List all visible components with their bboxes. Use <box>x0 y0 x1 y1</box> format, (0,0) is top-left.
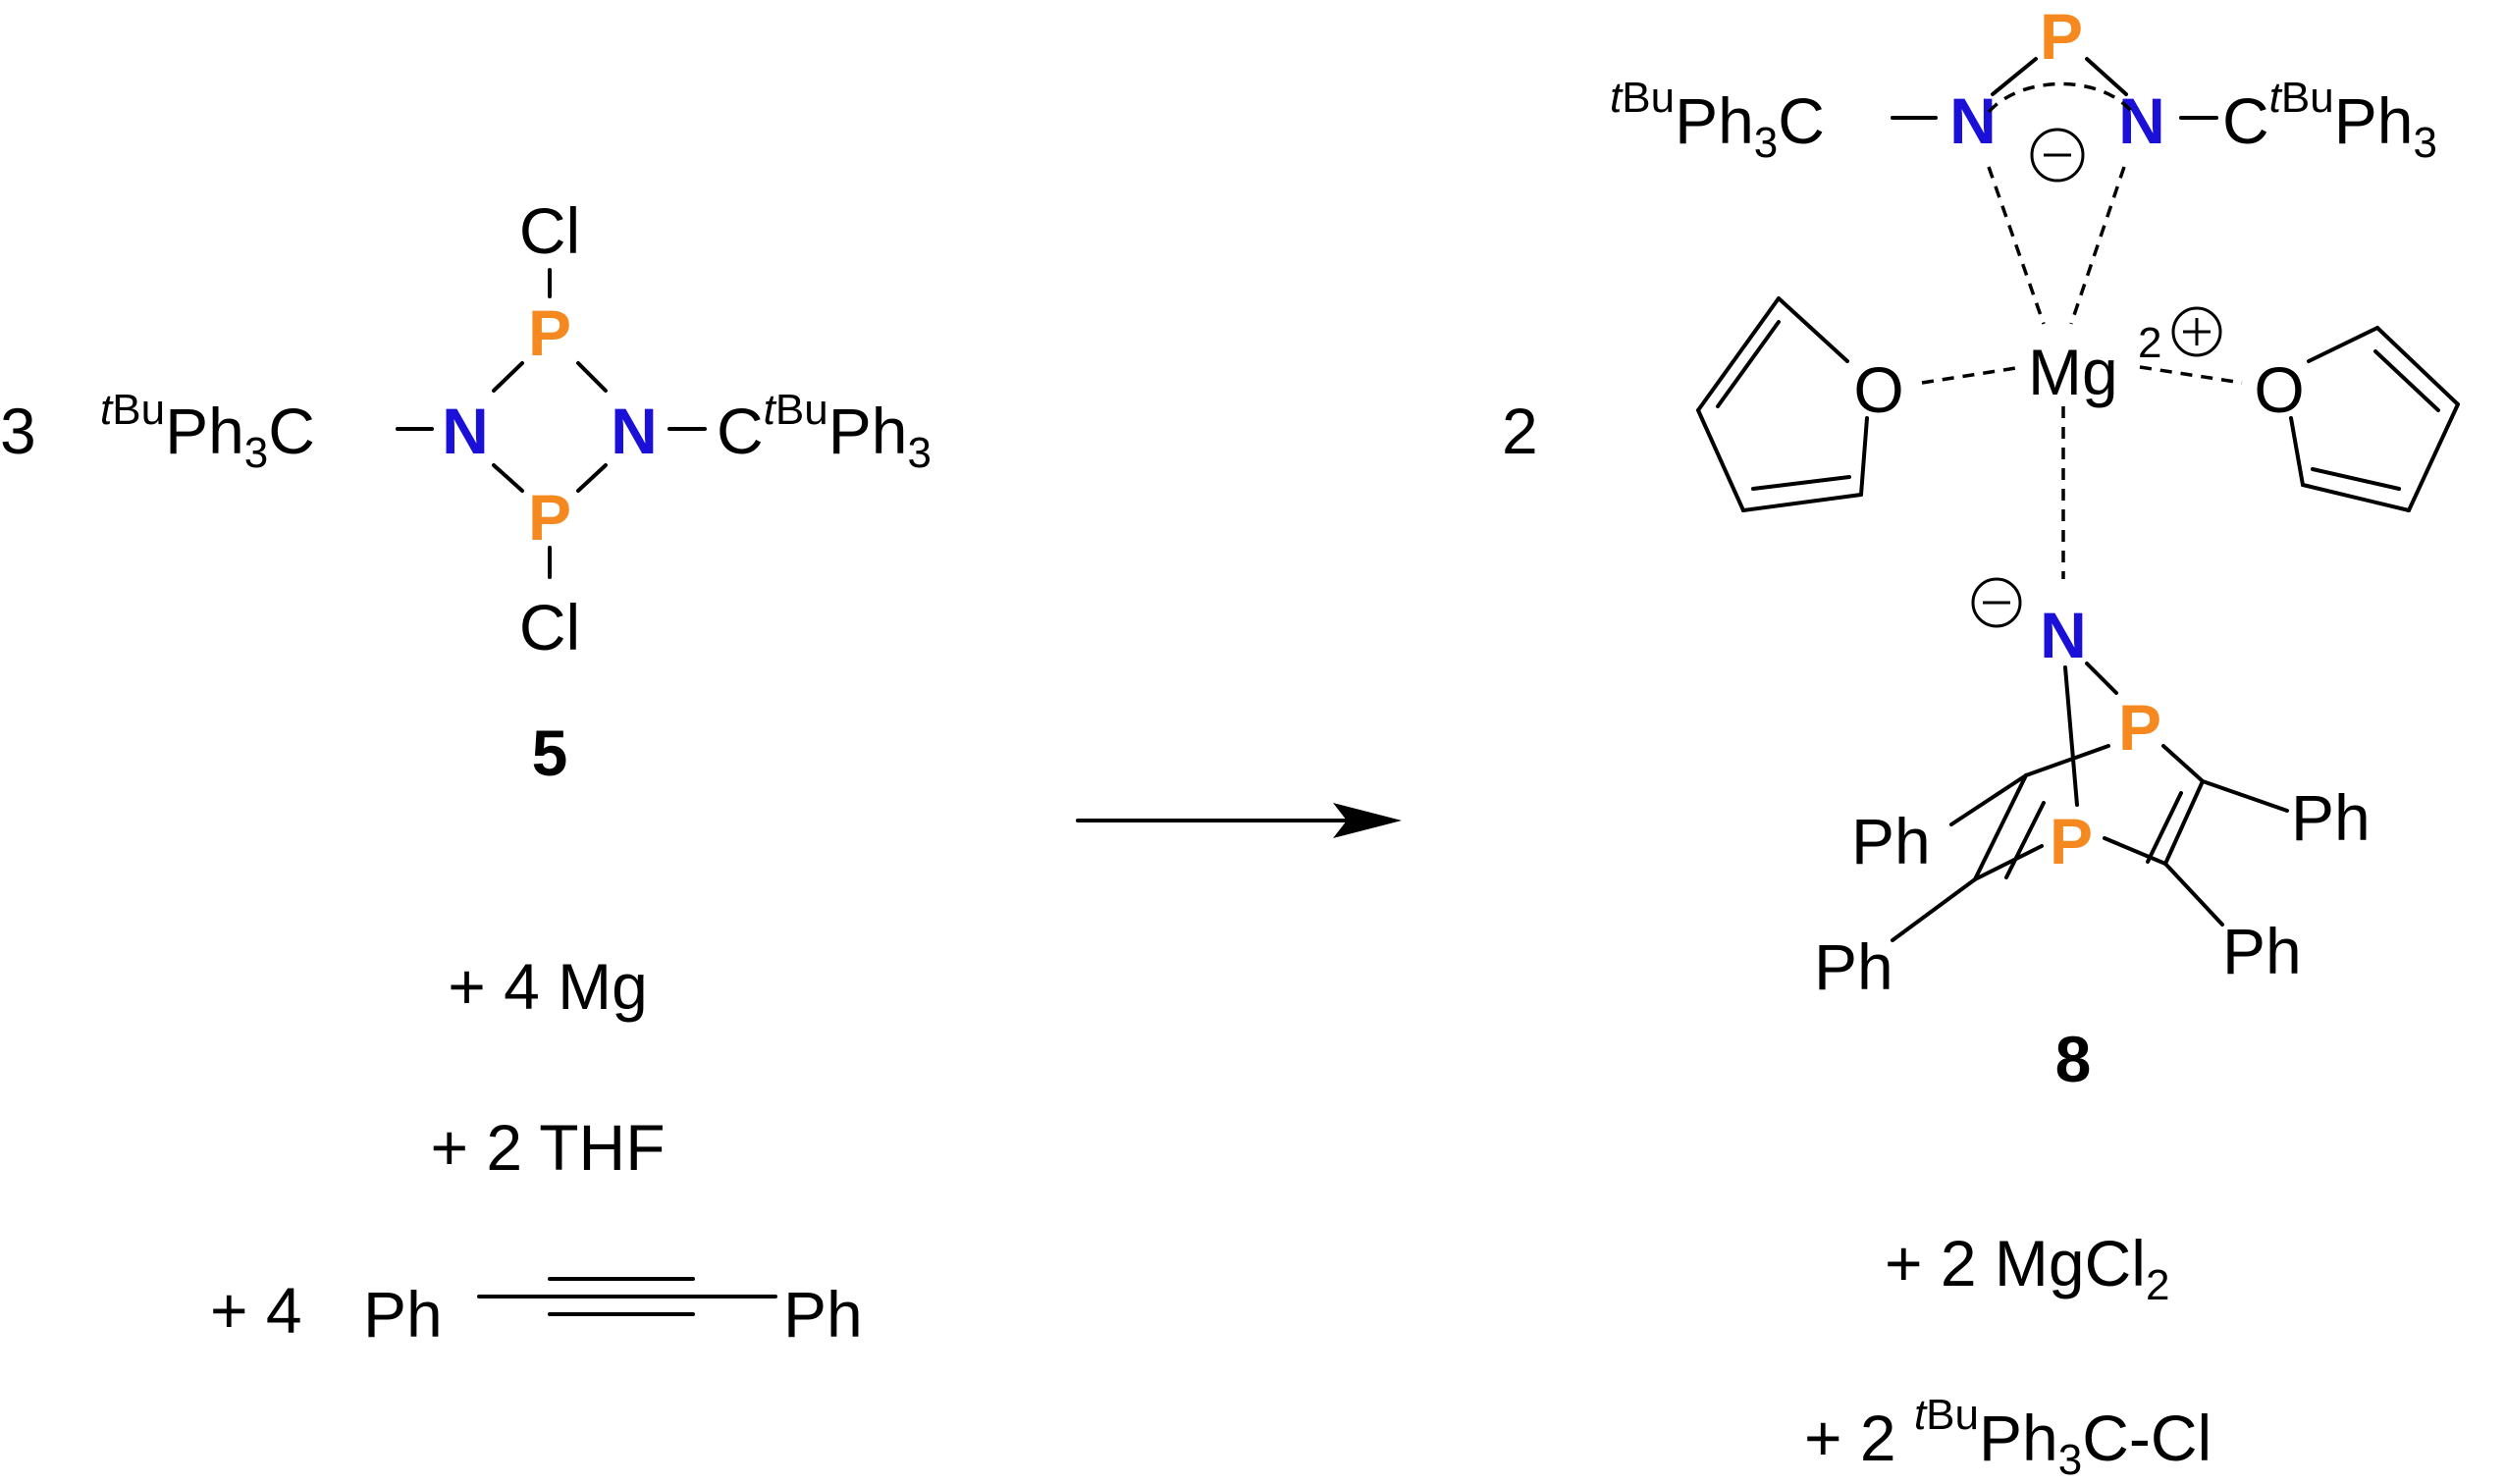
reactant-compound-5: 3 tBuPh3C CtBuPh3 Cl P N N P Cl 5 <box>0 194 932 789</box>
compound-number-5: 5 <box>532 716 568 789</box>
anion-phosphorus: P <box>2040 0 2083 73</box>
coord-n-mg-right <box>2069 166 2126 325</box>
product-compound-8: 2 tBuPh3C N P N CtBuPh3 Mg 2 <box>1502 0 2460 1095</box>
reaction-arrow <box>1076 803 1402 838</box>
phenyl-upper-left: Ph <box>1851 805 1931 877</box>
reactant-coefficient: 3 <box>0 395 36 467</box>
phosphorus-bottom: P <box>528 481 571 554</box>
alkyne-phenyl-left: Ph <box>363 1278 443 1351</box>
magnesium: Mg <box>2028 336 2118 408</box>
plus-mg-line: + 4 Mg <box>448 950 648 1023</box>
ring-bond-p-n-top-right <box>576 361 608 393</box>
plus-thf-line: + 2 THF <box>430 1111 665 1184</box>
coord-mg-o-right <box>2139 365 2243 385</box>
left-furan-ring <box>1696 296 1869 512</box>
nitrogen-right: N <box>611 395 658 467</box>
amide-negative-charge <box>1971 577 2022 628</box>
alkyne-phenyl-right: Ph <box>783 1278 863 1351</box>
delocalized-npn-bonds <box>1987 57 2134 114</box>
left-furan-oxygen: O <box>1853 353 1903 426</box>
coord-o-mg-left <box>1921 365 2023 385</box>
phenyl-lower-left: Ph <box>1814 930 1893 1003</box>
product-coefficient: 2 <box>1502 395 1538 467</box>
magnesium-charge-number: 2 <box>2138 319 2161 367</box>
anion-nitrogen-right: N <box>2118 84 2165 157</box>
alkyne-triple-bond <box>477 1277 777 1316</box>
ring-phosphorus-upper: P <box>2118 691 2161 764</box>
right-furan-ring <box>2289 326 2460 512</box>
nitrogen-left: N <box>442 395 489 467</box>
ring-bond-p-n-bottom-right <box>576 463 608 493</box>
magnesium-positive-charge <box>2171 306 2222 357</box>
left-tbuph3c-label: tBuPh3C <box>100 386 315 477</box>
bicyclic-ring-bonds <box>1973 662 2205 881</box>
byproducts: + 2 MgCl2 + 2 tBuPh3C-Cl <box>1804 1227 2212 1484</box>
phenyl-lower-right: Ph <box>2222 915 2302 987</box>
top-right-ctbuph3-label: CtBuPh3 <box>2222 74 2437 167</box>
ring-bond-n-p-bottom-left <box>492 463 524 493</box>
coord-n-mg-left <box>1987 166 2046 325</box>
phosphorus-top: P <box>528 296 571 369</box>
co-reactants: + 4 Mg + 2 THF + 4 Ph Ph <box>210 950 863 1351</box>
phenyl-substituent-bonds <box>1891 773 2289 942</box>
compound-number-8: 8 <box>2055 1023 2092 1095</box>
top-left-tbuph3c-label: tBuPh3C <box>1610 74 1825 167</box>
phenyl-upper-right: Ph <box>2291 781 2371 854</box>
anion-negative-charge <box>2030 128 2085 183</box>
byproduct-mgcl2: + 2 MgCl2 <box>1885 1227 2169 1309</box>
anion-nitrogen-left: N <box>1949 84 1997 157</box>
right-furan-oxygen: O <box>2254 353 2304 426</box>
amide-nitrogen: N <box>2040 599 2087 671</box>
plus-alkyne-coefficient: + 4 <box>210 1274 302 1347</box>
chlorine-top: Cl <box>519 194 580 267</box>
chlorine-bottom: Cl <box>519 591 580 663</box>
ring-bond-n-p-top-left <box>492 361 524 393</box>
right-ctbuph3-label: CtBuPh3 <box>717 386 932 477</box>
ring-phosphorus-lower: P <box>2050 805 2093 877</box>
byproduct-tbuph3ccl: + 2 tBuPh3C-Cl <box>1804 1391 2212 1484</box>
